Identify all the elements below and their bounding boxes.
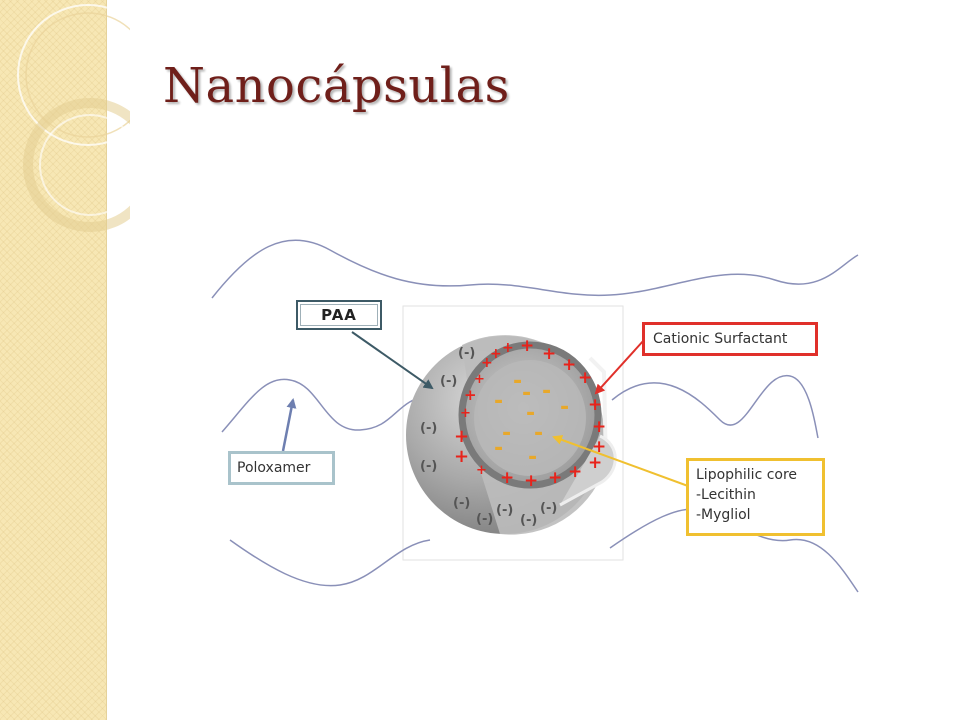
negative-charge: -	[528, 445, 537, 470]
page-title: Nanocápsulas	[163, 58, 510, 114]
cut-edge-lower	[559, 434, 617, 507]
positive-charge: +	[578, 368, 592, 388]
positive-charge: +	[568, 462, 582, 482]
image-frame	[402, 305, 624, 561]
positive-charge: +	[476, 463, 487, 478]
polymer-chain-middle	[221, 375, 819, 439]
shell-charge: (-)	[420, 421, 437, 436]
shell-charge: (-)	[440, 374, 457, 389]
negative-charge: -	[522, 381, 531, 406]
negative-charge: -	[542, 379, 551, 404]
lipophilic-core	[474, 360, 586, 476]
positive-charge: +	[454, 426, 469, 447]
cationic-surfactant-arrow	[594, 339, 645, 395]
positive-charge: +	[562, 355, 576, 375]
negative-charge: -	[494, 436, 503, 461]
shell-charge: (-)	[476, 512, 493, 527]
lecithin-line: -Lecithin	[696, 487, 756, 503]
polymer-chain-top	[211, 239, 859, 299]
poloxamer-arrow	[281, 398, 297, 452]
positive-charge: +	[502, 340, 514, 356]
paa-label: PAA	[296, 300, 382, 330]
mygliol-line: -Mygliol	[696, 507, 751, 523]
positive-charge: +	[481, 355, 493, 371]
negative-charge: -	[502, 421, 511, 446]
negative-charge: -	[513, 369, 522, 394]
shell-charge: (-)	[458, 346, 475, 361]
positive-charge: +	[460, 406, 471, 421]
lipophilic-core-label: Lipophilic core -Lecithin -Mygliol	[686, 458, 825, 536]
shell-charge: (-)	[520, 513, 537, 528]
paa-arrow	[351, 331, 434, 390]
positive-charge: +	[592, 417, 606, 437]
positive-charge: +	[588, 453, 602, 473]
lipophilic-core-arrow	[552, 435, 689, 487]
poloxamer-label: Poloxamer	[228, 451, 335, 485]
shell-charge: (-)	[453, 496, 470, 511]
positive-charge: +	[490, 346, 502, 362]
positive-charge: +	[464, 386, 477, 404]
positive-charge: +	[500, 468, 514, 488]
negative-charge: -	[560, 395, 569, 420]
shell-charge: (-)	[496, 503, 513, 518]
negative-charge: -	[526, 401, 535, 426]
negative-charge: -	[494, 389, 503, 414]
positive-charge: +	[454, 446, 469, 467]
shell-charge: (-)	[540, 501, 557, 516]
positive-charge: +	[520, 336, 534, 356]
decorative-circles	[17, 4, 130, 232]
positive-charge: +	[524, 471, 538, 491]
positive-charge: +	[474, 372, 485, 387]
cationic-surfactant-label: Cationic Surfactant	[642, 322, 818, 356]
lipophilic-core-line: Lipophilic core	[696, 467, 798, 483]
negative-charge: -	[534, 421, 543, 446]
shell-charge: (-)	[420, 459, 437, 474]
positive-charge: +	[588, 395, 602, 415]
positive-charge: +	[542, 344, 556, 364]
positive-charge: +	[548, 468, 562, 488]
